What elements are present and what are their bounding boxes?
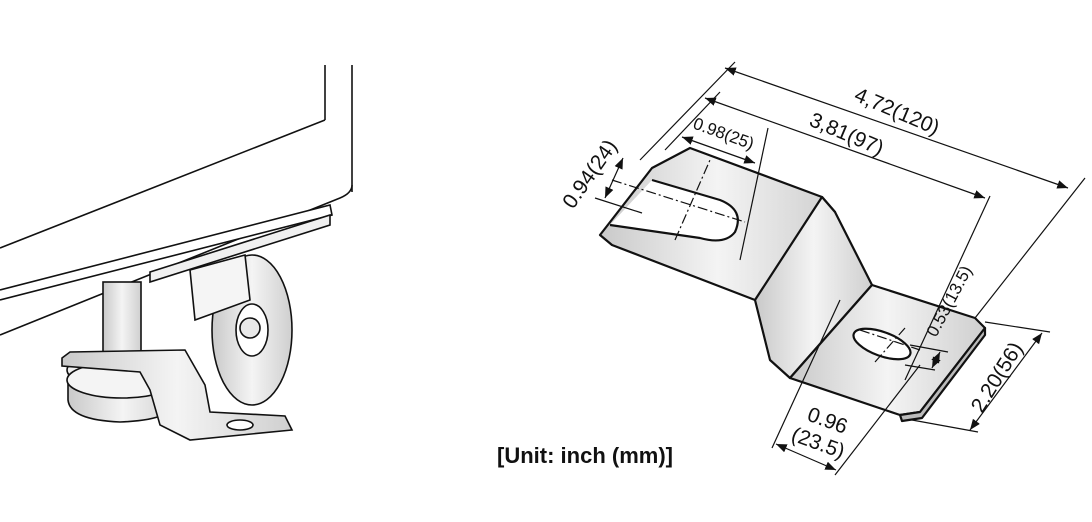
dim-foot-width: 2.20(56) (967, 338, 1028, 417)
dimension-lines (594, 61, 1086, 476)
bracket-drawing (598, 146, 987, 423)
dim-slot-depth: 0.98(25) (691, 114, 757, 154)
dim-slot-width: 0.94(24) (558, 136, 622, 213)
unit-note: [Unit: inch (mm)] (497, 443, 673, 468)
dim-bend-length: 3,81(97) (806, 108, 887, 160)
bracket-slot (609, 178, 739, 242)
bracket-mounting-hole (852, 327, 912, 361)
cabinet-caster-illustration (0, 65, 353, 441)
